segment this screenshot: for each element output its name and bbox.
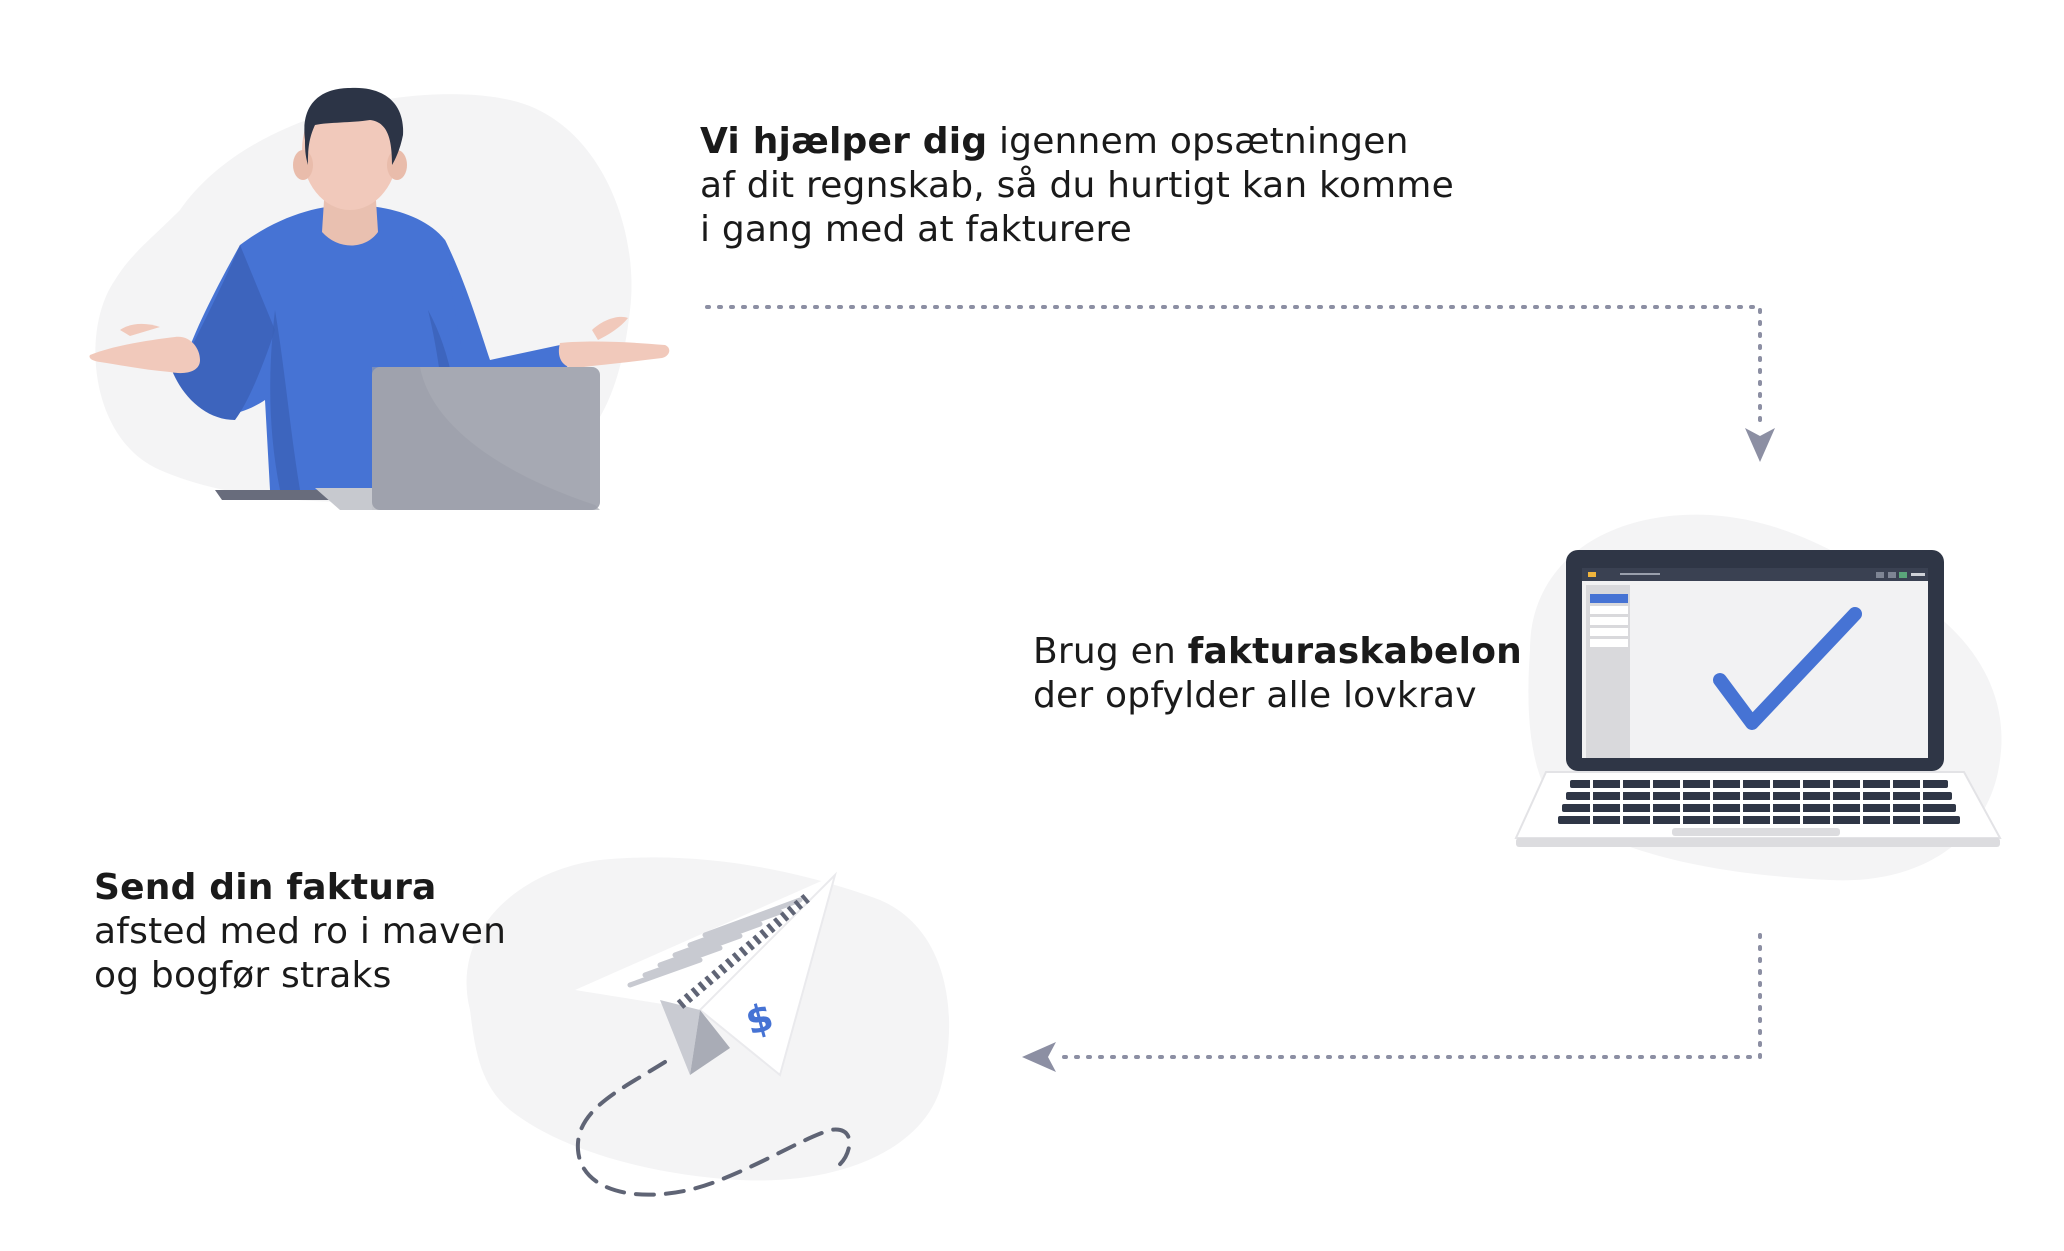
step3-bold: Send din faktura — [94, 867, 437, 908]
connector-step1-to-step2 — [705, 305, 1775, 462]
paper-plane-illustration: $ — [466, 857, 950, 1197]
invoice-lines — [627, 897, 803, 988]
step1-line2: af dit regnskab, så du hurtigt kan komme — [700, 165, 1454, 206]
flight-trail — [575, 1060, 852, 1197]
step3-text: Send din faktura afsted med ro i maven o… — [94, 866, 506, 998]
step3-line3: og bogfør straks — [94, 955, 392, 996]
trackpad — [1672, 828, 1840, 836]
step1-first-line-rest: igennem opsætningen — [987, 121, 1409, 162]
checkmark-icon — [1713, 607, 1862, 730]
step2-text: Brug en fakturaskabelon der opfylder all… — [1033, 630, 1522, 718]
plane-fold — [660, 1000, 700, 1075]
person-illustration — [89, 87, 670, 510]
hair — [304, 87, 404, 165]
step1-line3: i gang med at fakturere — [700, 209, 1133, 250]
connector-step2-to-step3 — [1022, 933, 1762, 1072]
step2-bold: fakturaskabelon — [1187, 631, 1522, 672]
step1-text: Vi hjælper dig igennem opsætningen af di… — [700, 120, 1454, 252]
plane-wing-front — [698, 871, 837, 1077]
plane-background-blob — [466, 857, 950, 1181]
keyboard-keys — [1558, 780, 1960, 824]
left-hand — [89, 336, 200, 374]
step1-bold: Vi hjælper dig — [700, 121, 988, 162]
left-arm — [170, 245, 275, 420]
arrow-down-icon — [1745, 428, 1775, 462]
laptop-screen — [1582, 568, 1928, 758]
step2-prefix: Brug en — [1033, 631, 1188, 672]
right-arm — [445, 240, 570, 400]
laptop-illustration — [1514, 514, 2002, 881]
step2-line2: der opfylder alle lovkrav — [1033, 675, 1477, 716]
right-hand — [558, 341, 670, 368]
ear-left — [293, 150, 313, 180]
laptop-base — [315, 488, 372, 510]
arrow-left-icon — [1022, 1042, 1056, 1072]
step3-line2: afsted med ro i maven — [94, 911, 507, 952]
